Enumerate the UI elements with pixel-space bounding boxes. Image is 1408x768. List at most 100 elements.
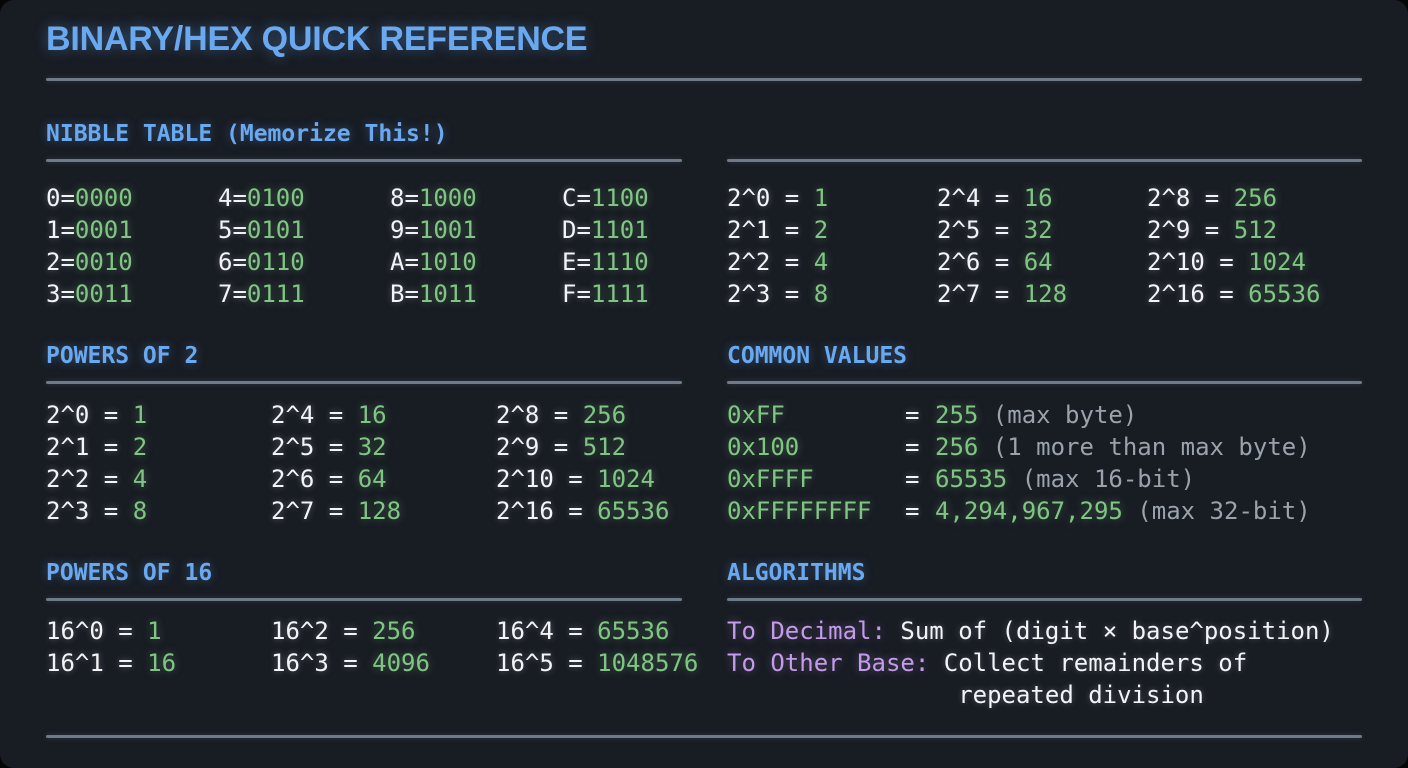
cell-key: 2=	[46, 248, 75, 276]
table-cell: 2^4 = 16	[937, 182, 1147, 214]
table-cell: 2^9 = 512	[496, 431, 721, 463]
cell-value: 1000	[418, 184, 477, 212]
table-cell: 2^2 = 4	[727, 246, 937, 278]
table-cell: 2^3 = 8	[727, 278, 937, 310]
table-cell: F=1111	[562, 278, 734, 310]
cell-key: 2^1 =	[46, 433, 133, 461]
equals-sign: =	[905, 433, 934, 461]
cell-value: 128	[1023, 280, 1068, 308]
cell-key: 0=	[46, 184, 75, 212]
cell-key: 16^4 =	[496, 617, 598, 645]
value-note: (max 16-bit)	[1021, 465, 1196, 493]
cell-key: 16^1 =	[46, 649, 148, 677]
powers-of-2-right-divider	[727, 159, 1362, 162]
table-cell: 1=0001	[46, 214, 218, 246]
cell-value: 2	[132, 433, 148, 461]
cell-key: B=	[390, 280, 419, 308]
cell-value: 16	[357, 401, 387, 429]
table-cell: 2^0 = 1	[46, 399, 271, 431]
cell-key: 2^5 =	[271, 433, 358, 461]
cell-value: 1111	[590, 280, 649, 308]
value-note: (max 32-bit)	[1137, 497, 1311, 525]
equals-sign: =	[905, 465, 934, 493]
algorithms-block: To Decimal: Sum of (digit × base^positio…	[727, 615, 1334, 711]
table-cell: 2^0 = 1	[727, 182, 937, 214]
cell-value: 0111	[246, 280, 305, 308]
algorithm-line: To Other Base: Collect remainders of	[727, 647, 1334, 679]
cell-value: 512	[582, 433, 627, 461]
cell-key: 2^3 =	[46, 497, 133, 525]
cell-key: 16^0 =	[46, 617, 148, 645]
cell-key: 2^6 =	[937, 248, 1024, 276]
cell-value: 1048576	[597, 649, 699, 677]
cell-key: 2^16 =	[496, 497, 598, 525]
cell-key: 2^8 =	[496, 401, 583, 429]
decimal-value: 255	[935, 401, 993, 429]
cell-value: 65536	[597, 617, 670, 645]
cell-key: 4=	[218, 184, 247, 212]
cell-key: A=	[390, 248, 419, 276]
hex-literal: 0xFF	[727, 401, 785, 429]
decimal-value: 65535	[935, 465, 1022, 493]
cell-value: 4	[813, 248, 829, 276]
nibble-table-divider	[46, 159, 682, 162]
cell-key: 1=	[46, 216, 75, 244]
cell-key: 2^10 =	[496, 465, 598, 493]
table-row: 0xFF= 255 (max byte)	[727, 399, 1311, 431]
table-cell: 2^5 = 32	[271, 431, 496, 463]
cell-value: 1110	[590, 248, 649, 276]
table-cell: 16^2 = 256	[271, 615, 496, 647]
table-cell: 2^8 = 256	[496, 399, 721, 431]
table-cell: 4=0100	[218, 182, 390, 214]
decimal-value: 4,294,967,295	[935, 497, 1138, 525]
hex-literal: 0x100	[727, 433, 800, 461]
table-row: 0xFFFF= 65535 (max 16-bit)	[727, 463, 1311, 495]
value-note: (max byte)	[992, 401, 1138, 429]
page-title: BINARY/HEX QUICK REFERENCE	[46, 20, 588, 58]
table-cell: 2^8 = 256	[1147, 182, 1357, 214]
powers-of-2-divider	[46, 381, 682, 384]
cell-value: 1101	[590, 216, 649, 244]
cell-value: 0100	[246, 184, 305, 212]
cell-value: 64	[1023, 248, 1053, 276]
section-header-nibble-table: NIBBLE TABLE (Memorize This!)	[46, 121, 448, 147]
cell-key: 16^2 =	[271, 617, 373, 645]
cell-key: 2^2 =	[46, 465, 133, 493]
cell-value: 1001	[418, 216, 477, 244]
table-cell: 2=0010	[46, 246, 218, 278]
cell-key: 2^5 =	[937, 216, 1024, 244]
section-header-powers-of-16: POWERS OF 16	[46, 560, 213, 586]
cell-key: F=	[562, 280, 591, 308]
cell-value: 128	[357, 497, 402, 525]
powers-of-16-divider	[46, 598, 682, 601]
table-cell: E=1110	[562, 246, 734, 278]
cell-value: 1	[132, 401, 148, 429]
cell-key: 2^1 =	[727, 216, 814, 244]
common-values-divider	[727, 381, 1362, 384]
cell-value: 64	[357, 465, 387, 493]
cell-key: 3=	[46, 280, 75, 308]
cell-value: 256	[582, 401, 627, 429]
cell-key: D=	[562, 216, 591, 244]
cell-value: 32	[1023, 216, 1053, 244]
cell-value: 2	[813, 216, 829, 244]
cell-key: 2^10 =	[1147, 248, 1249, 276]
table-cell: 16^1 = 16	[46, 647, 271, 679]
cell-value: 1100	[590, 184, 649, 212]
table-cell: 2^6 = 64	[937, 246, 1147, 278]
cell-key: 9=	[390, 216, 419, 244]
cell-key: 2^8 =	[1147, 184, 1234, 212]
table-cell: 8=1000	[390, 182, 562, 214]
cell-key: 2^7 =	[937, 280, 1024, 308]
value-note: (1 more than max byte)	[992, 433, 1311, 461]
table-cell: 3=0011	[46, 278, 218, 310]
